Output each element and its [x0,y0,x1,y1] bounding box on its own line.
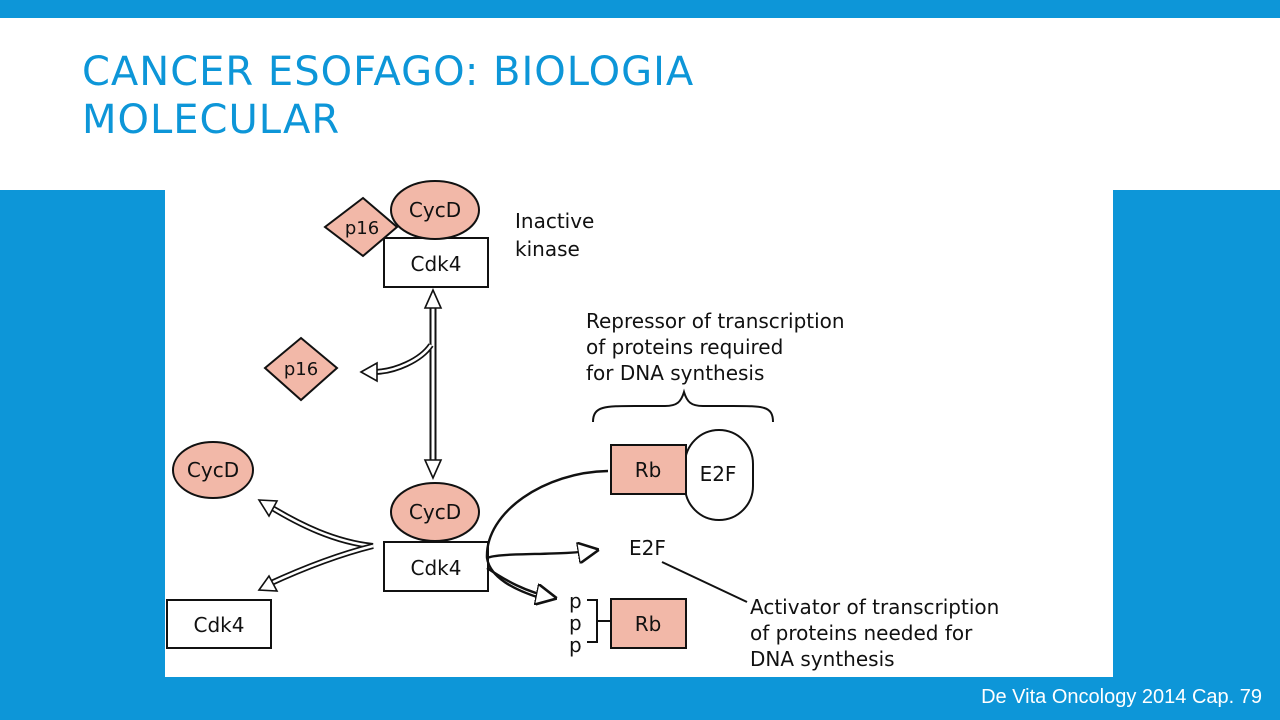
citation: De Vita Oncology 2014 Cap. 79 [981,686,1262,708]
p16-diamond-top [323,196,399,258]
cdk4-label-free: Cdk4 [194,613,245,637]
e2f-free-label: E2F [629,536,666,560]
repressor-line-2: of proteins required [586,335,783,359]
phosphate-bracket [587,599,611,643]
pathway-diagram: Cdk4 CycD p16 Inactive kinase p16 Cdk4 C [166,180,1006,671]
cycd-circle-free [172,441,254,499]
cdk4-label-top: Cdk4 [411,252,462,276]
phosphorylation-arrows [485,469,609,598]
e2f-bound-label: E2F [700,462,737,486]
phosphate-label-2: p [569,611,582,635]
cdk4-box-free [166,599,272,649]
rb-box-phosphorylated [610,598,687,649]
slide-title: CANCER ESOFAGO: BIOLOGIA MOLECULAR [82,48,1082,144]
p16-diamond-free [263,336,339,402]
rb-label-bound: Rb [635,458,662,482]
rb-box-bound [610,444,687,495]
cdk4-label-active: Cdk4 [411,556,462,580]
title-area: CANCER ESOFAGO: BIOLOGIA MOLECULAR [0,18,1280,190]
slide-title-line-1: CANCER ESOFAGO: BIOLOGIA [82,49,695,95]
inactive-kinase-label: Inactive kinase [515,209,601,261]
inactive-kinase-line-1: Inactive [515,209,594,233]
cdk4-pathway-figure: Cdk4 CycD p16 Inactive kinase p16 Cdk4 C [165,180,1113,677]
repressor-line-3: for DNA synthesis [586,361,764,385]
dissociation-arrows [257,499,374,592]
repressor-line-1: Repressor of transcription [586,309,845,333]
cdk4-box-active [383,541,489,592]
activator-label: Activator of transcription of proteins n… [750,595,1006,671]
cycd-label-top: CycD [409,198,461,222]
cdk4-box-top [383,237,489,288]
repressor-label: Repressor of transcription of proteins r… [586,309,851,385]
activator-line-2: of proteins needed for [750,621,973,645]
cycd-circle-active [390,482,480,542]
activator-line-1: Activator of transcription [750,595,999,619]
top-accent-bar [0,0,1280,18]
cycd-circle-top [390,180,480,240]
phosphate-label-1: p [569,589,582,613]
equilibrium-double-arrow [423,288,443,480]
rb-label-phosphorylated: Rb [635,612,662,636]
e2f-pointer-line [661,561,748,603]
p16-release-arrow [359,343,434,383]
cycd-label-active: CycD [409,500,461,524]
phosphate-label-3: p [569,633,582,657]
cycd-label-free: CycD [187,458,239,482]
p16-label-free: p16 [284,359,318,380]
p16-label-top: p16 [345,218,379,239]
slide-title-line-2: MOLECULAR [82,97,341,143]
inactive-kinase-line-2: kinase [515,237,580,261]
repressor-brace [592,388,774,423]
activator-line-3: DNA synthesis [750,647,895,671]
